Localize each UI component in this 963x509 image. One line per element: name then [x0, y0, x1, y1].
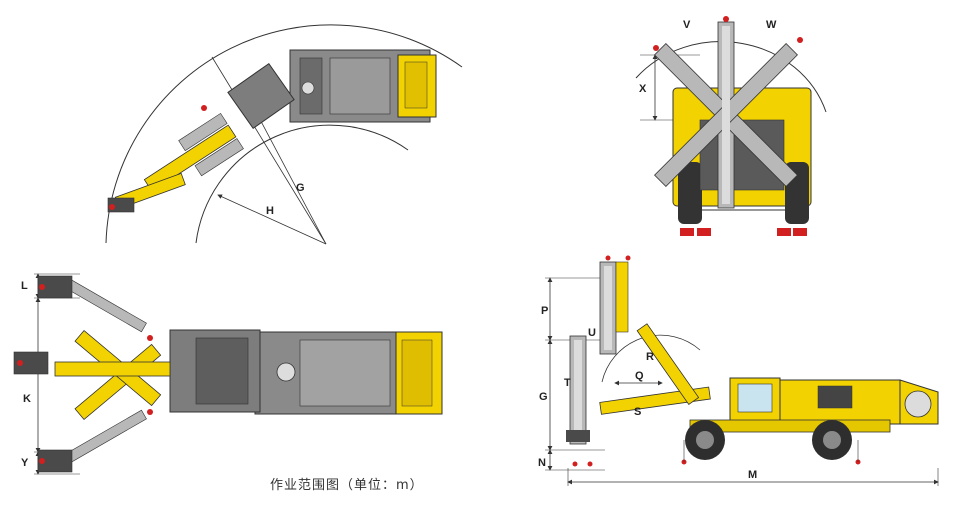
dim-label-k: K: [23, 393, 31, 405]
figure-caption: 作业范围图（单位：m）: [270, 478, 424, 493]
dim-label-p: P: [541, 305, 548, 317]
dim-label-v: V: [683, 19, 691, 31]
dim-label-l: L: [21, 280, 28, 292]
plan-view: L K Y: [13, 273, 443, 475]
dim-label-g-side: G: [539, 391, 548, 403]
dim-label-q: Q: [635, 370, 644, 382]
dim-label-r: R: [646, 351, 654, 363]
dim-label-s: S: [634, 406, 641, 418]
dim-label-m: M: [748, 469, 757, 481]
dim-label-t: T: [564, 377, 571, 389]
dim-label-y: Y: [21, 457, 29, 469]
top-view-swing-range: G H: [105, 24, 463, 245]
dim-label-w: W: [766, 19, 777, 31]
dim-label-n: N: [538, 457, 546, 469]
dim-label-h: H: [266, 205, 274, 217]
dim-label-x: X: [639, 83, 647, 95]
front-view: V W X: [635, 16, 827, 236]
side-view: P U R G T Q S N M: [538, 255, 939, 486]
dim-label-g: G: [296, 182, 305, 194]
dim-label-u: U: [588, 327, 596, 339]
